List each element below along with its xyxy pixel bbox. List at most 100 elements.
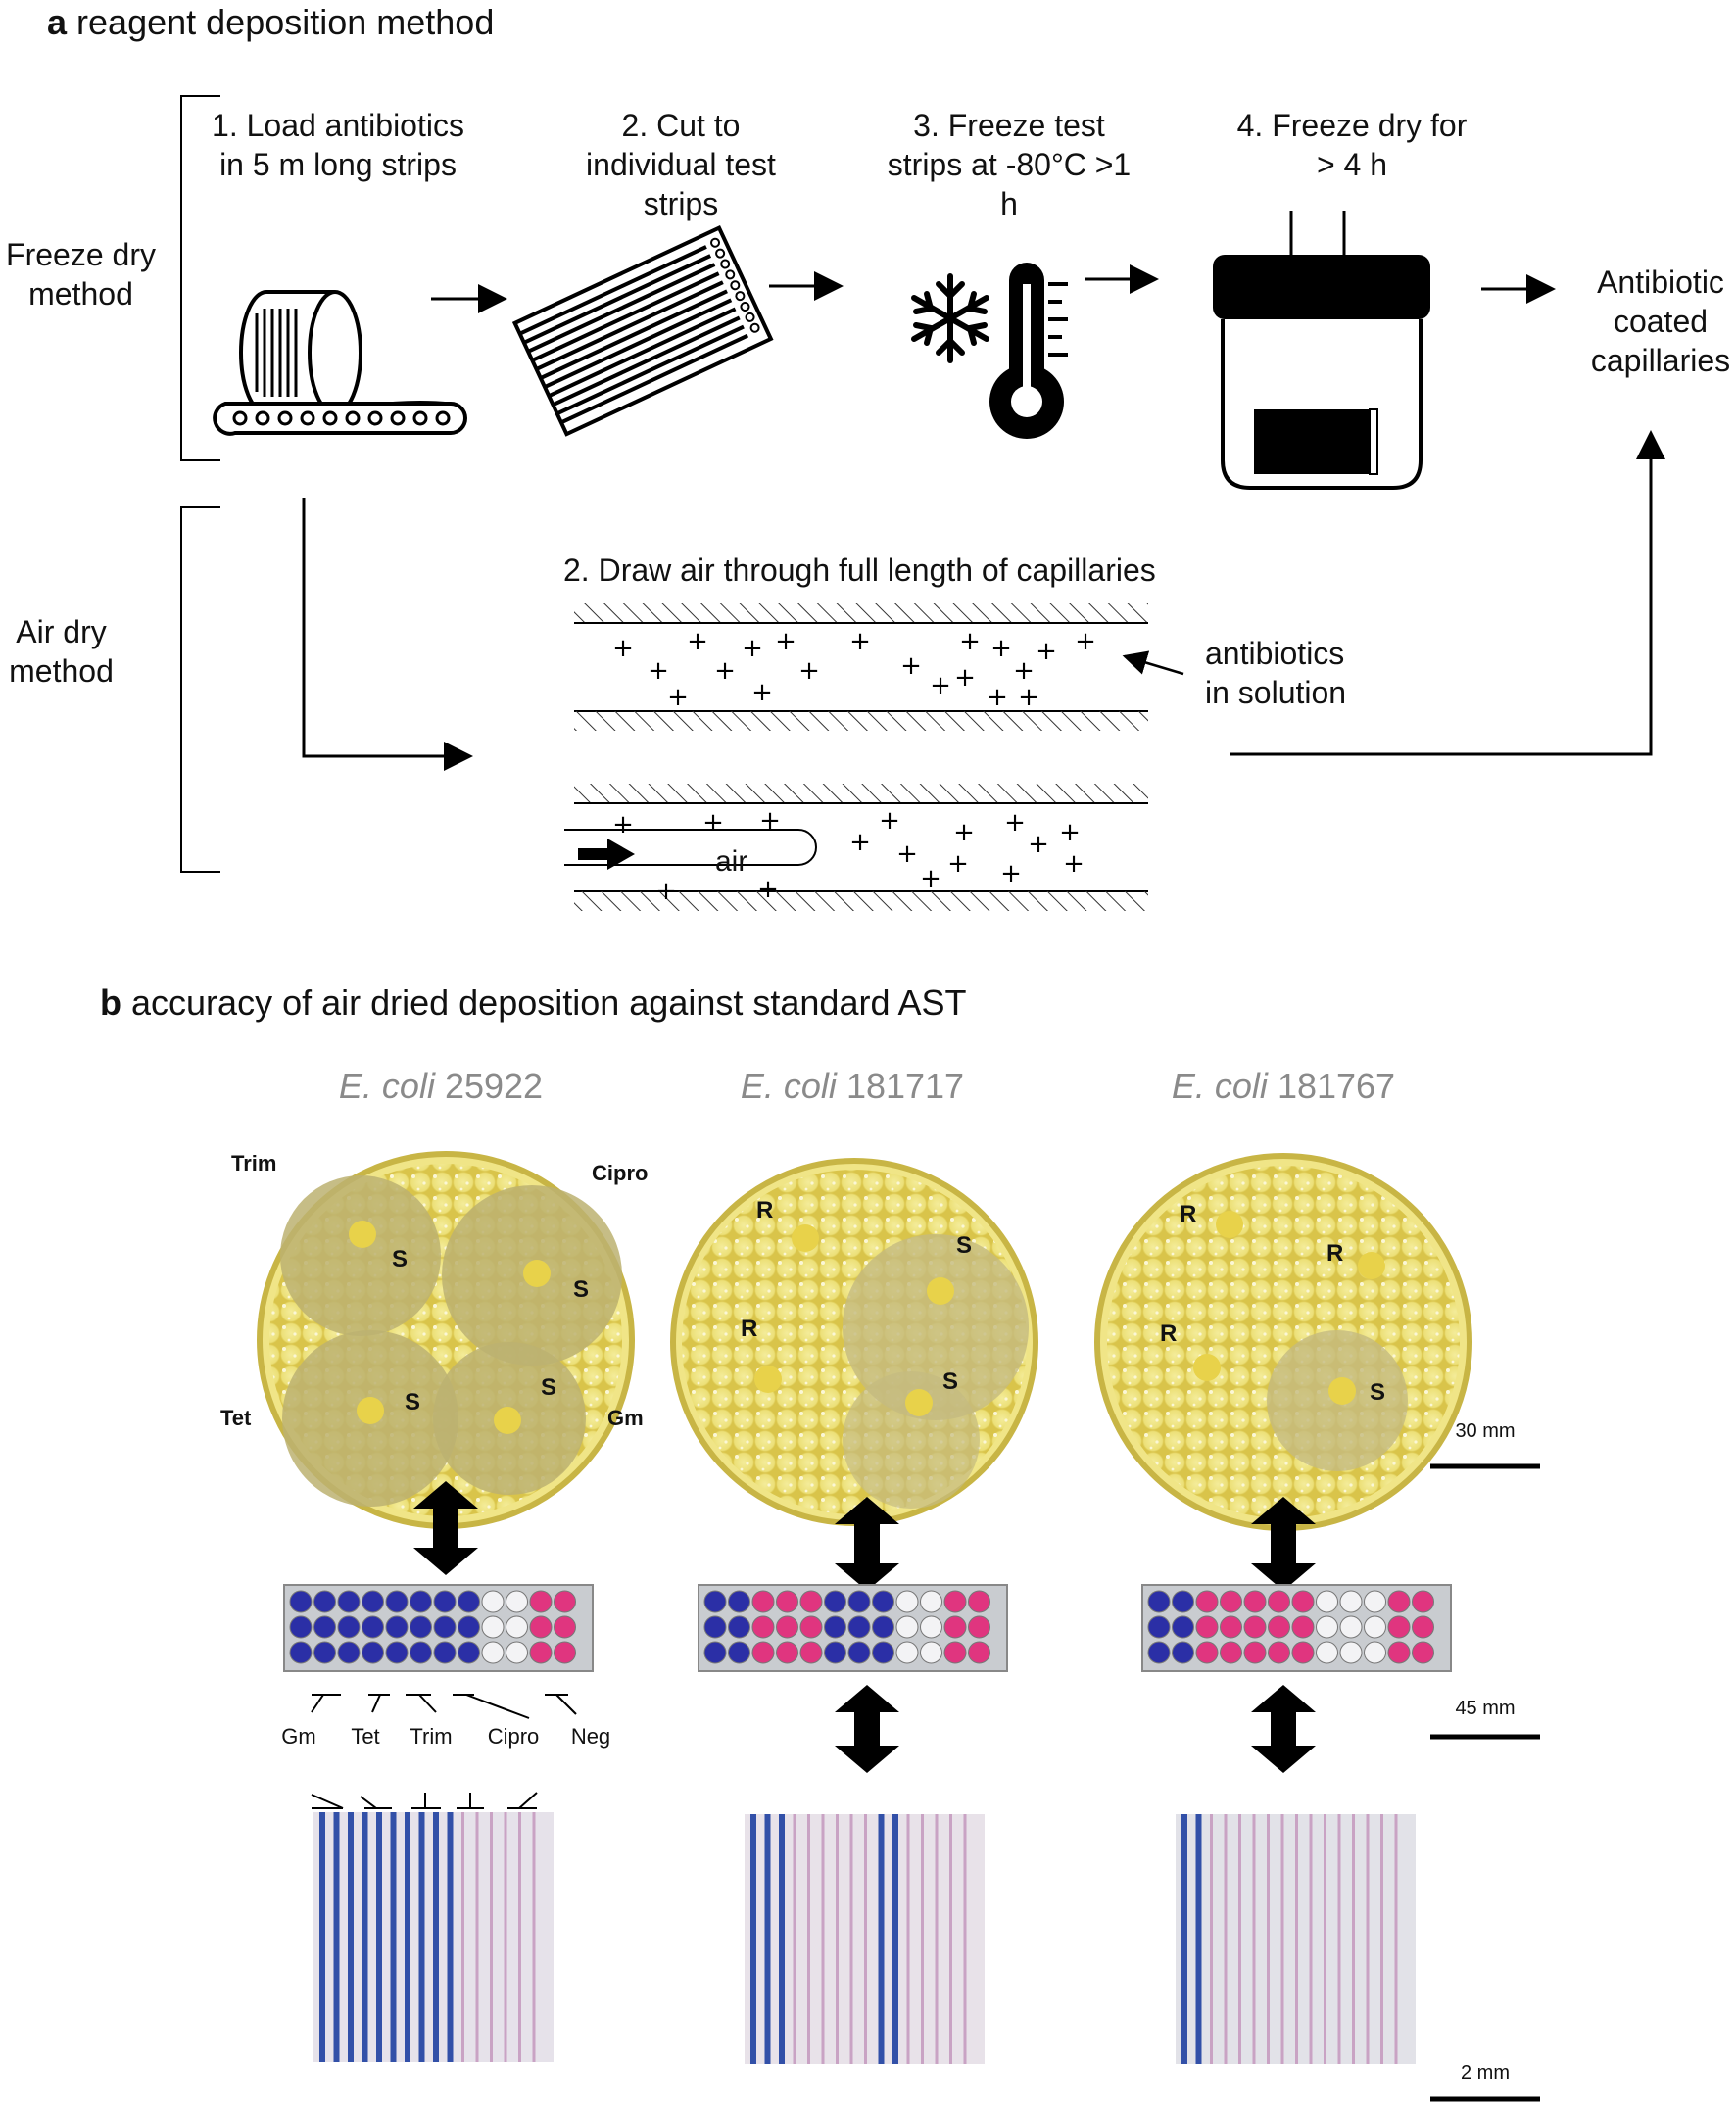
svg-text:+: + bbox=[879, 806, 900, 836]
svg-text:+: + bbox=[759, 806, 781, 836]
svg-text:+: + bbox=[987, 683, 1008, 712]
well bbox=[362, 1641, 384, 1664]
well bbox=[385, 1615, 409, 1639]
lane-label-cipro: Cipro bbox=[487, 1724, 540, 1749]
svg-text:+: + bbox=[920, 864, 941, 893]
capillary-lane bbox=[333, 1812, 340, 2062]
capillary-lane bbox=[490, 1812, 493, 2062]
freeze-dry-label: Freeze dry method bbox=[6, 237, 156, 312]
lane-label-trim: Trim bbox=[410, 1724, 453, 1749]
well bbox=[1339, 1615, 1363, 1639]
svg-text:+: + bbox=[1004, 808, 1026, 838]
capillary-lane bbox=[935, 1814, 939, 2064]
strain-2-genus: E. coli bbox=[740, 1066, 837, 1106]
capillary-lane bbox=[1238, 1814, 1241, 2064]
well bbox=[920, 1641, 942, 1664]
well bbox=[895, 1641, 919, 1664]
plate1-label-cipro: Cipro bbox=[592, 1161, 649, 1185]
capillary-lane bbox=[821, 1814, 825, 2064]
step-4-label: 4. Freeze dry for > 4 h bbox=[1236, 108, 1468, 182]
panel-a-diagram: +++ +++ +++ +++ +++ +++ ++ +++ ++ +++ ++… bbox=[180, 95, 1665, 911]
well bbox=[337, 1641, 361, 1664]
svg-text:+: + bbox=[648, 656, 669, 686]
well bbox=[1243, 1615, 1267, 1639]
capillary-lane bbox=[348, 1812, 354, 2062]
well-plate-1-wells bbox=[289, 1590, 576, 1664]
panel-a-title-text: reagent deposition method bbox=[76, 2, 495, 42]
well bbox=[1364, 1615, 1386, 1639]
well bbox=[799, 1590, 823, 1613]
panel-b-title: b accuracy of air dried deposition again… bbox=[100, 983, 967, 1024]
well bbox=[1387, 1615, 1411, 1639]
svg-text:+: + bbox=[612, 634, 634, 663]
well bbox=[943, 1590, 967, 1613]
well bbox=[458, 1615, 480, 1639]
capillary-image-3 bbox=[1176, 1814, 1416, 2064]
strain-3-id: 181767 bbox=[1277, 1066, 1396, 1106]
well bbox=[337, 1590, 361, 1613]
capillary-lane bbox=[949, 1814, 952, 2064]
well bbox=[847, 1615, 871, 1639]
capillary-image-2 bbox=[745, 1814, 985, 2064]
air-step-label: 2. Draw air through full length of capil… bbox=[563, 552, 1156, 588]
lane-label-tet: Tet bbox=[351, 1724, 380, 1749]
well bbox=[1220, 1615, 1242, 1639]
svg-text:+: + bbox=[930, 671, 951, 700]
well bbox=[1220, 1590, 1242, 1613]
capillary-lane bbox=[461, 1812, 464, 2062]
well bbox=[751, 1641, 775, 1664]
capillary-lane bbox=[418, 1812, 425, 2062]
well bbox=[895, 1590, 919, 1613]
svg-text:+: + bbox=[896, 839, 918, 869]
well bbox=[1147, 1590, 1171, 1613]
well bbox=[776, 1641, 798, 1664]
capillary-lane bbox=[849, 1814, 853, 2064]
capillary-lane bbox=[807, 1814, 810, 2064]
well bbox=[1243, 1590, 1267, 1613]
well bbox=[1364, 1641, 1386, 1664]
capillary-lane bbox=[362, 1812, 368, 2062]
svg-text:+: + bbox=[900, 651, 922, 681]
well bbox=[1412, 1615, 1434, 1639]
scale-label-30mm: 30 mm bbox=[1455, 1420, 1516, 1442]
well bbox=[1387, 1641, 1411, 1664]
svg-text:+: + bbox=[655, 877, 677, 906]
svg-text:+: + bbox=[1028, 830, 1049, 859]
well bbox=[1291, 1590, 1315, 1613]
capillary-lane bbox=[793, 1814, 796, 2064]
well bbox=[1339, 1590, 1363, 1613]
plate2-mark-1: R bbox=[756, 1197, 774, 1223]
well bbox=[385, 1641, 409, 1664]
svg-text:+: + bbox=[775, 627, 796, 656]
svg-text:+: + bbox=[959, 627, 981, 656]
well-plate-2-wells bbox=[703, 1590, 990, 1664]
svg-text:+: + bbox=[1075, 627, 1096, 656]
strain-3-label: E. coli 181767 bbox=[1136, 1066, 1430, 1107]
well bbox=[968, 1590, 990, 1613]
well bbox=[1316, 1615, 1338, 1639]
well bbox=[776, 1590, 798, 1613]
svg-text:+: + bbox=[798, 656, 820, 686]
step-2-label: 2. Cut to individual test strips bbox=[586, 108, 776, 221]
plate2-mark-4: S bbox=[942, 1368, 959, 1395]
capillary-lane bbox=[376, 1812, 382, 2062]
capillary-lane bbox=[433, 1812, 439, 2062]
capillary-lane bbox=[1380, 1814, 1383, 2064]
well bbox=[313, 1615, 336, 1639]
agar-plate-3 bbox=[1094, 1153, 1472, 1531]
freeze-dryer-icon bbox=[1213, 211, 1430, 490]
well bbox=[751, 1590, 775, 1613]
well bbox=[1268, 1590, 1290, 1613]
well bbox=[1195, 1641, 1219, 1664]
air-flow-arrow bbox=[578, 839, 635, 870]
well bbox=[751, 1615, 775, 1639]
capillary-lane bbox=[836, 1814, 839, 2064]
thermometer-icon bbox=[989, 263, 1068, 439]
capillary-lane bbox=[892, 1814, 898, 2064]
plate3-mark-4: S bbox=[1370, 1379, 1386, 1406]
well bbox=[872, 1590, 894, 1613]
well bbox=[920, 1590, 942, 1613]
capillary-lane bbox=[504, 1812, 507, 2062]
well bbox=[289, 1641, 313, 1664]
well bbox=[481, 1641, 505, 1664]
